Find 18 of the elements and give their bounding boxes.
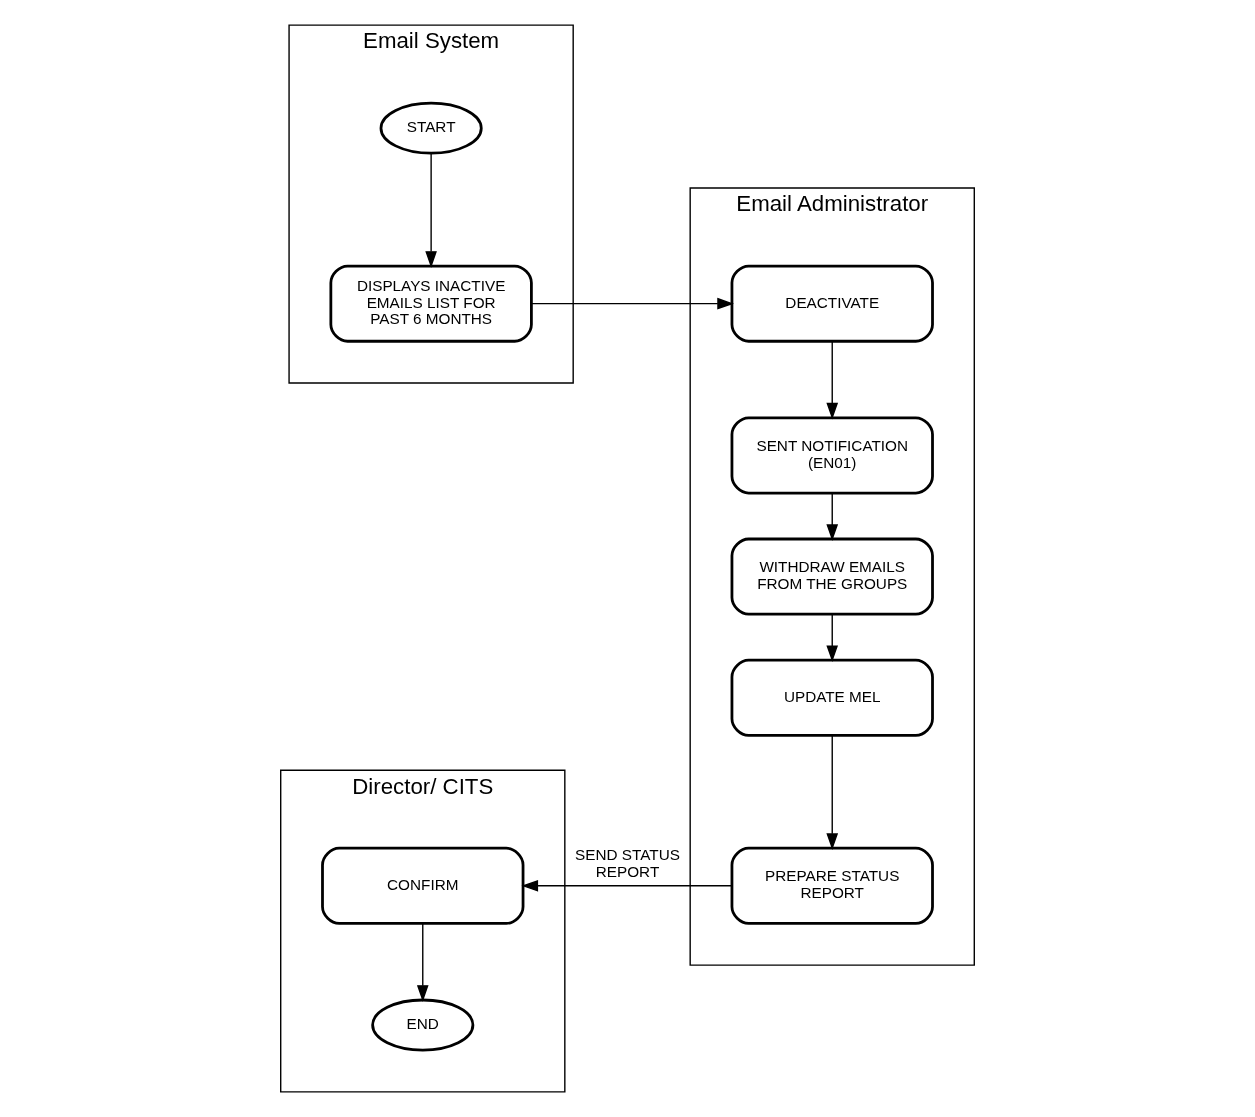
arrow xyxy=(826,735,839,850)
arrow xyxy=(531,297,734,310)
arrow xyxy=(826,614,839,663)
node-box: DISPLAYS INACTIVE EMAILS LIST FOR PAST 6 MONTHS xyxy=(329,264,533,343)
node-box: WITHDRAW EMAILS FROM THE GROUPS xyxy=(730,537,934,616)
arrow xyxy=(826,492,839,541)
node-box: DEACTIVATE xyxy=(730,264,934,343)
node-ellipse: START xyxy=(379,101,483,155)
arrow xyxy=(425,152,437,268)
edge-label: SEND STATUS REPORT xyxy=(575,846,680,881)
node-ellipse: END xyxy=(371,998,475,1052)
arrow xyxy=(521,879,733,892)
node-box: PREPARE STATUS REPORT xyxy=(730,846,934,925)
node-box: SENT NOTIFICATION (EN01) xyxy=(730,416,934,495)
arrow xyxy=(826,340,839,420)
node-box: UPDATE MEL xyxy=(730,658,934,737)
node-box: CONFIRM xyxy=(321,846,525,925)
arrow xyxy=(416,922,429,1002)
